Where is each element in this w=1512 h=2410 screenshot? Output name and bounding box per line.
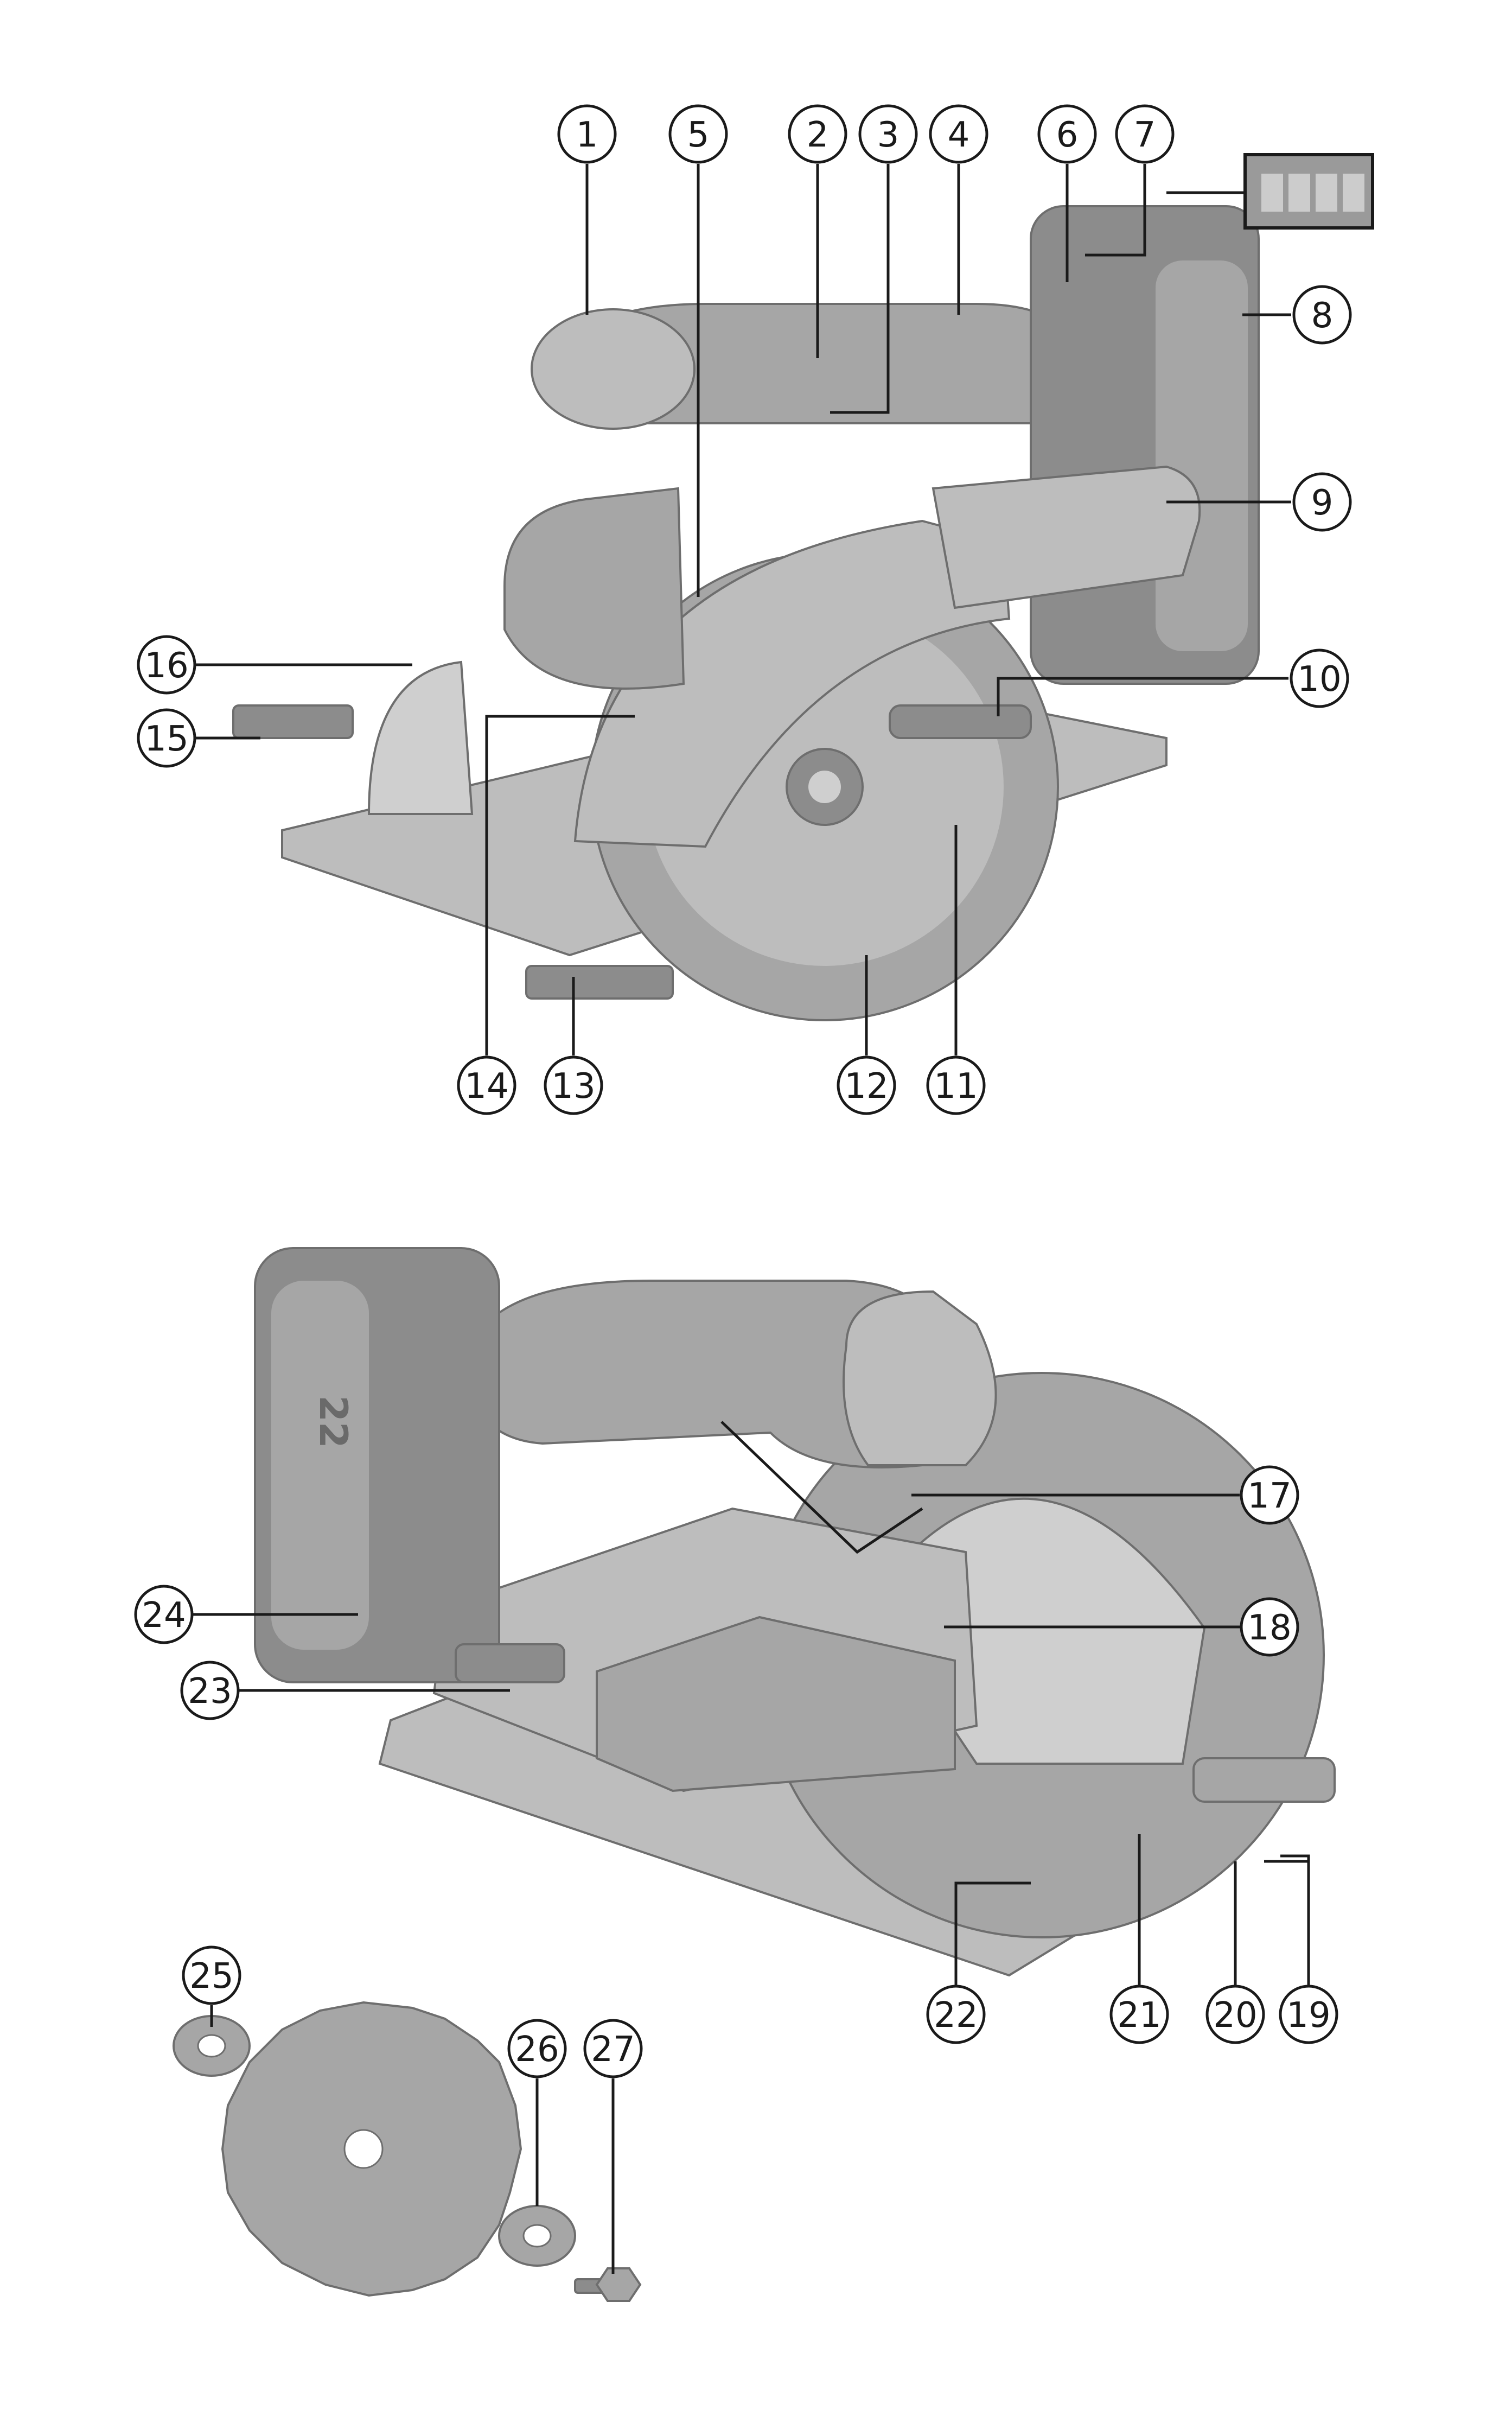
callout-label-4: 4 — [948, 115, 970, 155]
callout-label-14: 14 — [464, 1066, 508, 1107]
callout-16: 16 — [137, 635, 196, 695]
leader-lines — [193, 164, 1310, 2274]
callout-label-18: 18 — [1247, 1608, 1291, 1648]
callout-label-22: 22 — [934, 1995, 978, 2036]
callout-label-9: 9 — [1311, 483, 1334, 523]
callout-label-2: 2 — [807, 115, 829, 155]
callout-21: 21 — [1109, 1985, 1169, 2044]
callout-18: 18 — [1240, 1597, 1299, 1657]
callout-6: 6 — [1037, 104, 1097, 164]
callout-9: 9 — [1292, 472, 1352, 532]
callout-label-11: 11 — [934, 1066, 978, 1107]
callout-11: 11 — [926, 1055, 986, 1115]
callout-15: 15 — [137, 708, 196, 768]
callout-10: 10 — [1290, 648, 1349, 708]
callout-17: 17 — [1240, 1465, 1299, 1525]
callout-27: 27 — [583, 2019, 643, 2078]
callout-label-16: 16 — [144, 646, 188, 686]
callout-label-24: 24 — [142, 1595, 186, 1636]
callout-13: 13 — [544, 1055, 603, 1115]
callout-23: 23 — [180, 1661, 240, 1720]
callout-label-19: 19 — [1286, 1995, 1330, 2036]
callout-26: 26 — [507, 2019, 567, 2078]
battery-marking: 22 — [311, 1395, 355, 1448]
saw-illustration-top — [232, 153, 1374, 1021]
callout-3: 3 — [858, 104, 918, 164]
callout-label-21: 21 — [1117, 1995, 1161, 2036]
callout-20: 20 — [1205, 1985, 1265, 2044]
callout-label-23: 23 — [188, 1671, 232, 1712]
clamping-screw — [574, 2267, 642, 2302]
callout-2: 2 — [788, 104, 847, 164]
callout-22: 22 — [926, 1985, 986, 2044]
callout-12: 12 — [837, 1055, 896, 1115]
callout-label-25: 25 — [189, 1956, 233, 1996]
callout-4: 4 — [929, 104, 988, 164]
loose-parts — [173, 2001, 642, 2302]
callout-label-20: 20 — [1213, 1995, 1257, 2036]
callout-19: 19 — [1279, 1985, 1338, 2044]
saw-blade — [221, 2001, 522, 2297]
callout-label-12: 12 — [844, 1066, 888, 1107]
callout-label-15: 15 — [144, 719, 188, 759]
callout-label-7: 7 — [1134, 115, 1156, 155]
callout-label-1: 1 — [576, 115, 598, 155]
saw-illustration-bottom: 22 — [254, 1247, 1336, 1977]
callout-label-5: 5 — [687, 115, 710, 155]
callout-label-17: 17 — [1247, 1476, 1291, 1516]
callout-label-27: 27 — [591, 2030, 635, 2070]
callout-1: 1 — [557, 104, 617, 164]
callout-label-8: 8 — [1311, 296, 1334, 336]
callout-label-3: 3 — [877, 115, 899, 155]
callout-7: 7 — [1115, 104, 1175, 164]
callout-24: 24 — [134, 1585, 194, 1644]
callout-label-13: 13 — [551, 1066, 595, 1107]
callout-label-26: 26 — [515, 2030, 559, 2070]
callout-8: 8 — [1292, 285, 1352, 345]
callout-label-10: 10 — [1297, 659, 1341, 700]
callout-14: 14 — [457, 1055, 516, 1115]
callout-25: 25 — [182, 1945, 241, 2005]
callout-label-6: 6 — [1056, 115, 1079, 155]
callout-5: 5 — [668, 104, 728, 164]
